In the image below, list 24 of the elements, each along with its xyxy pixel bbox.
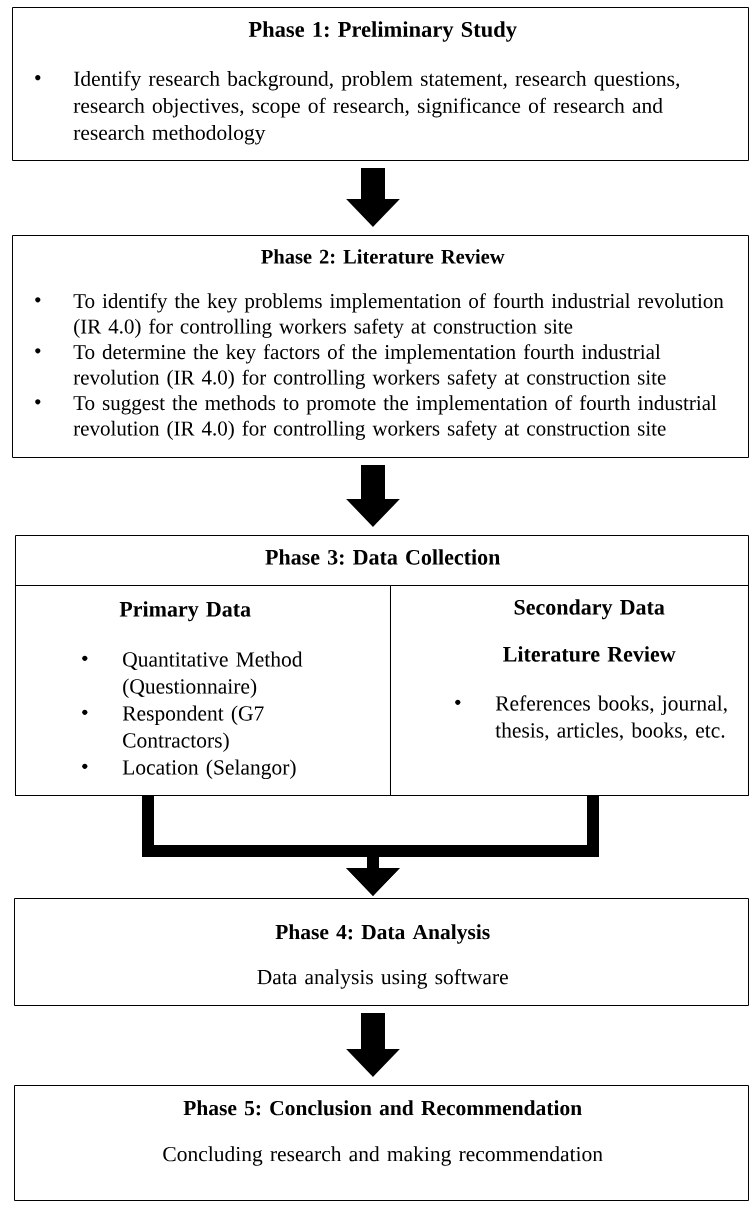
heading: Phase 1: Preliminary Study bbox=[248, 21, 517, 42]
phase-box bbox=[12, 7, 749, 161]
description-text: Concluding research and making recommendation bbox=[163, 1146, 603, 1166]
phase-box bbox=[14, 898, 749, 1006]
column-panel bbox=[15, 585, 391, 796]
heading: Phase 5: Conclusion and Recommendation bbox=[183, 1100, 582, 1116]
heading: Secondary Data bbox=[514, 599, 665, 620]
bullet-text: References books, journal, thesis, articles, books, etc. bbox=[495, 695, 727, 741]
heading: Phase 3: Data Collection bbox=[265, 549, 501, 565]
heading: Phase 2: Literature Review bbox=[261, 249, 505, 264]
heading: Phase 4: Data Analysis bbox=[275, 924, 490, 944]
phase-box bbox=[14, 1085, 749, 1201]
heading: Primary Data bbox=[119, 601, 251, 622]
column-panel bbox=[390, 585, 749, 796]
phase-box bbox=[12, 235, 749, 458]
bullet-text: Quantitative Method (Questionnaire) bbox=[123, 651, 303, 699]
heading: Literature Review bbox=[503, 646, 676, 662]
bullet-text: Respondent (G7 Contractors) bbox=[122, 705, 264, 753]
bullet-text: To determine the key factors of the implementation fourth industrial revolution (IR 4.0) for controlling workers safety at construction site bbox=[73, 344, 666, 389]
description-text: Data analysis using software bbox=[257, 969, 508, 989]
bullet-text: Location (Selangor) bbox=[122, 759, 296, 780]
bullet-text: To identify the key problems implementation of fourth industrial revolution (IR 4.0) for controlling workers safety at construction site bbox=[73, 293, 724, 338]
bullet-text: Identify research background, problem statement, research questions, research objectives, scope of research, significance of research and research methodology bbox=[73, 70, 680, 145]
bullet-text: To suggest the methods to promote the implementation of fourth industrial revolution (IR 4.0) for controlling workers safety at construction site bbox=[73, 395, 717, 440]
